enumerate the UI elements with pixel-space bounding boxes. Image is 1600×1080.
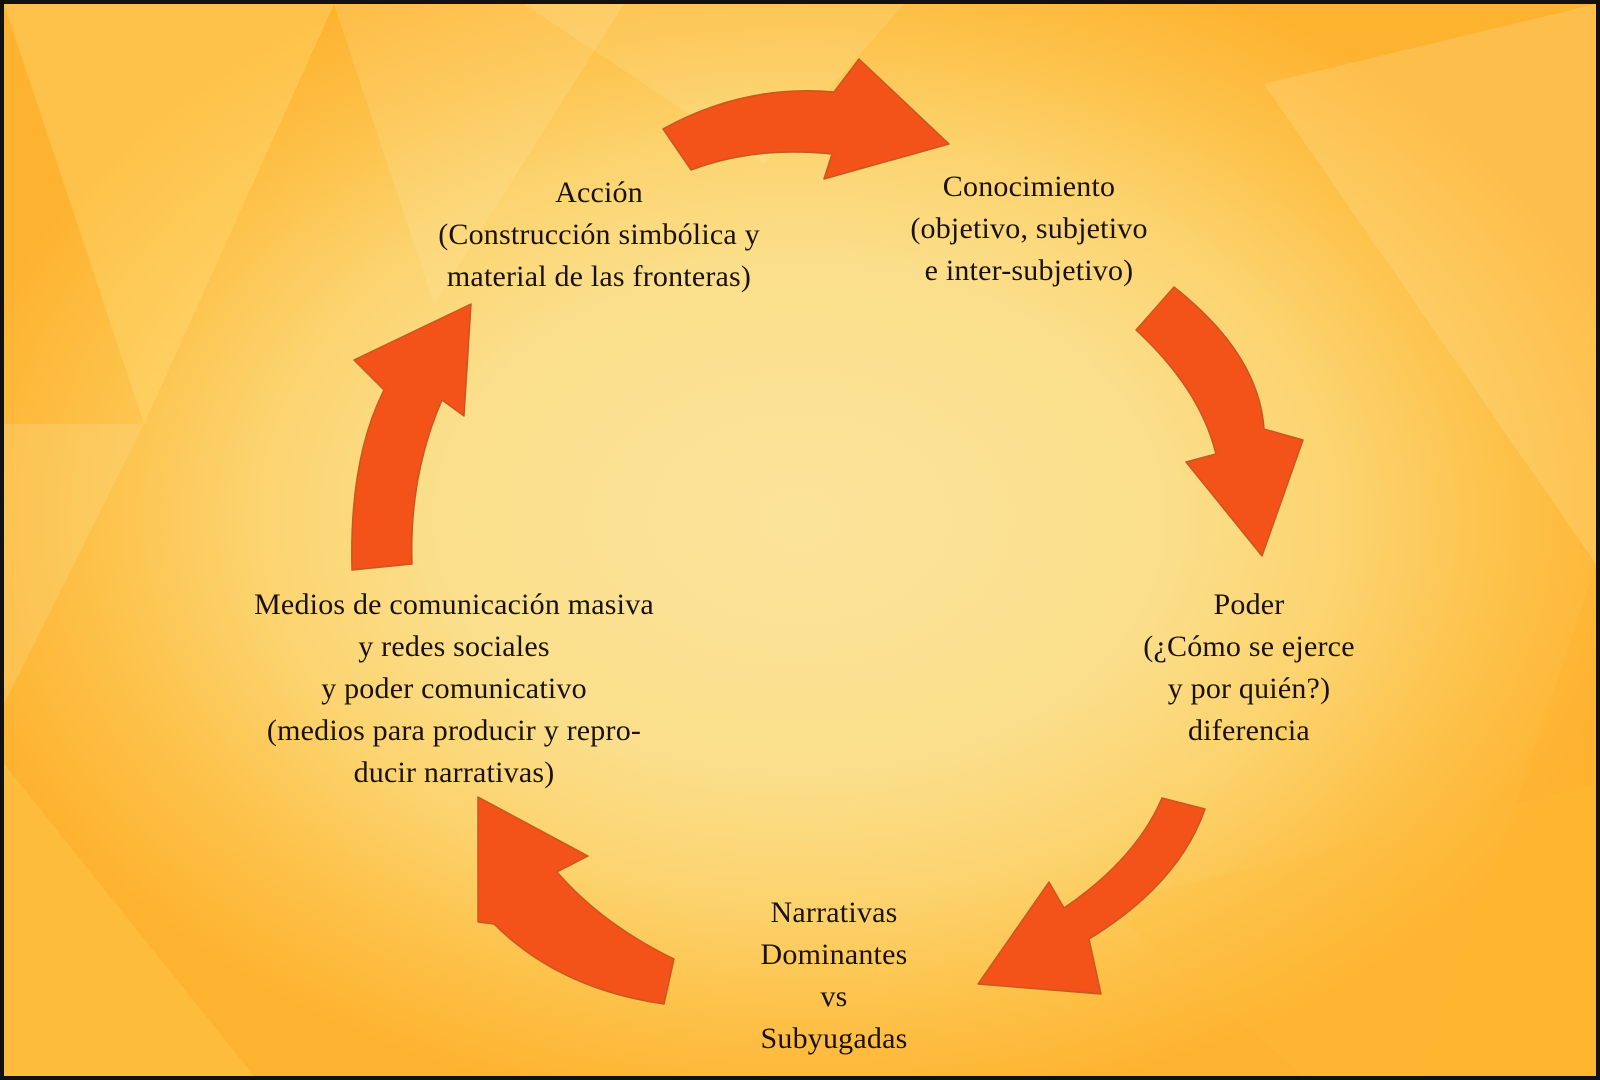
node-medios-line: y redes sociales	[358, 630, 550, 663]
node-accion-line: Acción	[555, 176, 643, 209]
node-narrativas-line: Dominantes	[760, 938, 908, 971]
arrow-narrativas-to-medios	[477, 796, 675, 1005]
node-conocimiento: Conocimiento (objetivo, subjetivo e inte…	[839, 166, 1219, 292]
node-narrativas-line: Narrativas	[770, 896, 898, 929]
node-medios-line: Medios de comunicación masiva	[254, 588, 654, 621]
arrow-conocimiento-to-poder	[1135, 286, 1304, 557]
node-narrativas-line: vs	[820, 980, 848, 1013]
node-accion-line: material de las fronteras)	[446, 260, 752, 293]
node-medios-line: ducir narrativas)	[353, 756, 555, 789]
node-medios-line: y poder comunicativo	[321, 672, 587, 705]
node-accion: Acción (Construcción simbólica y materia…	[349, 172, 849, 298]
node-conocimiento-line: (objetivo, subjetivo	[910, 212, 1148, 245]
arrow-accion-to-conocimiento	[662, 58, 950, 180]
node-poder: Poder (¿Cómo se ejerce y por quién?) dif…	[1084, 584, 1414, 752]
node-narrativas-line: Subyugadas	[760, 1022, 908, 1055]
node-narrativas: Narrativas Dominantes vs Subyugadas	[694, 892, 974, 1060]
node-poder-line: (¿Cómo se ejerce	[1143, 630, 1355, 663]
node-poder-line: Poder	[1213, 588, 1285, 621]
background-facets	[4, 4, 1596, 1076]
cycle-arrows	[351, 58, 1304, 1005]
node-poder-line: y por quién?)	[1167, 672, 1331, 705]
arrow-poder-to-narrativas	[977, 797, 1206, 995]
node-conocimiento-line: e inter-subjetivo)	[924, 254, 1134, 287]
node-medios: Medios de comunicación masiva y redes so…	[154, 584, 754, 794]
node-poder-line: diferencia	[1188, 714, 1310, 747]
node-accion-line: (Construcción simbólica y	[438, 218, 760, 251]
node-conocimiento-line: Conocimiento	[942, 170, 1116, 203]
arrow-medios-to-accion	[351, 303, 472, 571]
node-medios-line: (medios para producir y repro-	[266, 714, 642, 747]
